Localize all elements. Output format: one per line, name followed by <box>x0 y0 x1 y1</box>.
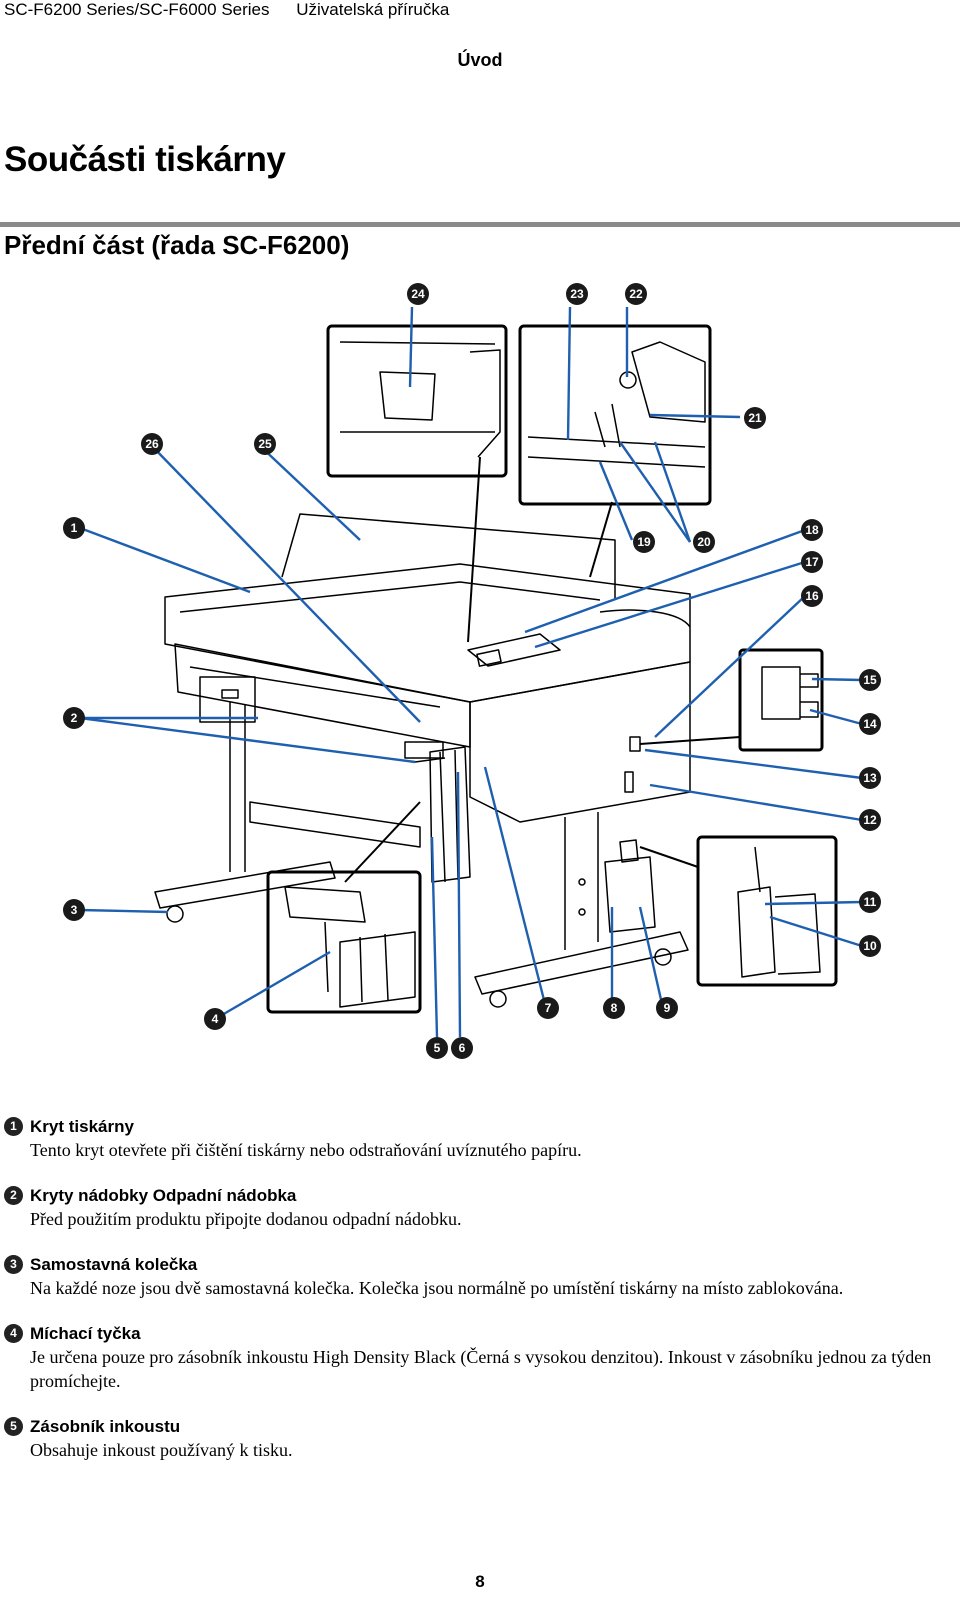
svg-text:20: 20 <box>697 535 711 549</box>
svg-text:24: 24 <box>411 287 425 301</box>
svg-text:15: 15 <box>863 673 877 687</box>
callout-1: 1 <box>63 517 85 539</box>
printer-drawing <box>154 513 691 1008</box>
item-number: 4 <box>4 1324 23 1343</box>
callout-11: 11 <box>859 891 881 913</box>
callout-22: 22 <box>625 283 647 305</box>
callout-6: 6 <box>451 1037 473 1059</box>
callout-24: 24 <box>407 283 429 305</box>
inset-ports <box>639 648 824 752</box>
svg-text:8: 8 <box>611 1001 618 1015</box>
svg-text:10: 10 <box>863 939 877 953</box>
svg-text:17: 17 <box>805 555 819 569</box>
page-subtitle: Přední část (řada SC-F6200) <box>4 230 350 260</box>
callout-8: 8 <box>603 997 625 1019</box>
svg-text:25: 25 <box>258 437 272 451</box>
callout-9: 9 <box>656 997 678 1019</box>
inset-stir <box>266 801 422 1014</box>
title-rule <box>0 222 960 227</box>
callout-25: 25 <box>254 433 276 455</box>
callout-5: 5 <box>426 1037 448 1059</box>
callout-2: 2 <box>63 707 85 729</box>
callout-7: 7 <box>537 997 559 1019</box>
callout-16: 16 <box>801 585 823 607</box>
callout-23: 23 <box>566 283 588 305</box>
parts-list: 1 Kryt tiskárny Tento kryt otevřete při … <box>0 1115 960 1484</box>
list-item: 4 Míchací tyčka Je určena pouze pro záso… <box>0 1322 960 1393</box>
callout-15: 15 <box>859 669 881 691</box>
running-header: SC-F6200 Series/SC-F6000 Series Uživatel… <box>4 0 471 20</box>
svg-text:14: 14 <box>863 717 877 731</box>
item-title: Kryt tiskárny <box>30 1117 134 1136</box>
svg-text:6: 6 <box>459 1041 466 1055</box>
callout-20: 20 <box>693 531 715 553</box>
header-series: SC-F6200 Series/SC-F6000 Series <box>4 0 270 19</box>
item-number: 1 <box>4 1117 23 1136</box>
svg-text:13: 13 <box>863 771 877 785</box>
svg-text:4: 4 <box>212 1012 219 1026</box>
svg-text:5: 5 <box>434 1041 441 1055</box>
callout-18: 18 <box>801 519 823 541</box>
list-item: 2 Kryty nádobky Odpadní nádobka Před pou… <box>0 1184 960 1231</box>
svg-text:2: 2 <box>71 711 78 725</box>
svg-text:3: 3 <box>71 903 78 917</box>
inset-23-22 <box>518 324 712 578</box>
item-description: Tento kryt otevřete při čištění tiskárny… <box>30 1140 582 1160</box>
list-item: 5 Zásobník inkoustu Obsahuje inkoust pou… <box>0 1415 960 1462</box>
svg-text:9: 9 <box>664 1001 671 1015</box>
svg-text:18: 18 <box>805 523 819 537</box>
callout-26: 26 <box>141 433 163 455</box>
callout-3: 3 <box>63 899 85 921</box>
svg-text:16: 16 <box>805 589 819 603</box>
callout-12: 12 <box>859 809 881 831</box>
svg-text:26: 26 <box>145 437 159 451</box>
item-title: Zásobník inkoustu <box>30 1417 181 1436</box>
svg-text:21: 21 <box>748 411 762 425</box>
svg-text:22: 22 <box>629 287 643 301</box>
callout-21: 21 <box>744 407 766 429</box>
item-title: Samostavná kolečka <box>30 1255 198 1274</box>
callout-4: 4 <box>204 1008 226 1030</box>
printer-diagram: 1 2 3 4 5 6 7 8 9 10 11 12 13 14 15 16 1… <box>63 283 881 1059</box>
svg-text:19: 19 <box>637 535 651 549</box>
item-number: 5 <box>4 1417 23 1436</box>
header-guide: Uživatelská příručka <box>296 0 450 19</box>
svg-text:12: 12 <box>863 813 877 827</box>
svg-text:7: 7 <box>545 1001 552 1015</box>
callout-19: 19 <box>633 531 655 553</box>
item-description: Je určena pouze pro zásobník inkoustu Hi… <box>30 1347 932 1391</box>
page-number: 8 <box>475 1572 485 1591</box>
item-description: Před použitím produktu připojte dodanou … <box>30 1209 462 1229</box>
svg-text:23: 23 <box>570 287 584 301</box>
item-description: Na každé noze jsou dvě samostavná kolečk… <box>30 1278 844 1298</box>
list-item: 1 Kryt tiskárny Tento kryt otevřete při … <box>0 1115 960 1162</box>
callout-14: 14 <box>859 713 881 735</box>
list-item: 3 Samostavná kolečka Na každé noze jsou … <box>0 1253 960 1300</box>
section-title: Úvod <box>457 50 503 70</box>
callout-13: 13 <box>859 767 881 789</box>
item-title: Kryty nádobky Odpadní nádobka <box>30 1186 297 1205</box>
item-description: Obsahuje inkoust používaný k tisku. <box>30 1440 293 1460</box>
callout-10: 10 <box>859 935 881 957</box>
svg-text:1: 1 <box>71 521 78 535</box>
svg-text:11: 11 <box>864 895 877 909</box>
item-title: Míchací tyčka <box>30 1324 141 1343</box>
item-number: 2 <box>4 1186 23 1205</box>
item-number: 3 <box>4 1255 23 1274</box>
callout-17: 17 <box>801 551 823 573</box>
inset-24 <box>326 324 508 643</box>
inset-bottle <box>639 835 838 987</box>
page-title: Součásti tiskárny <box>4 140 286 179</box>
